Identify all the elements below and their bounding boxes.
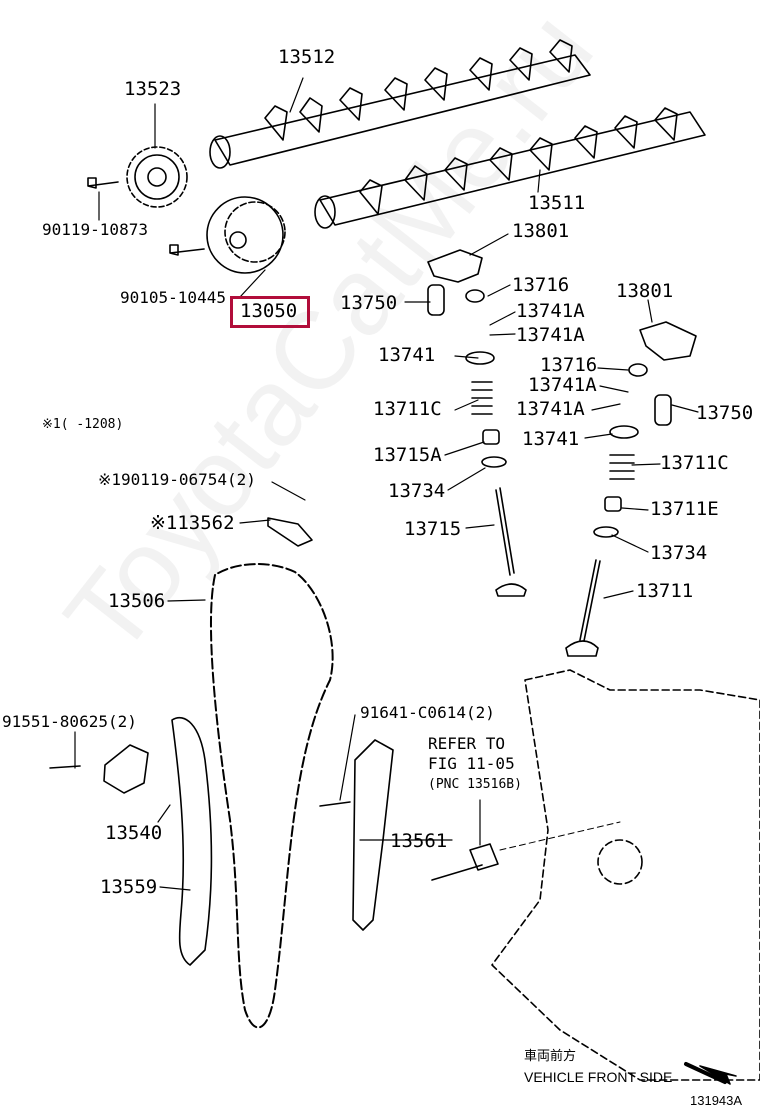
washer-13734 xyxy=(481,456,619,538)
part-label-13711c-b: 13711C xyxy=(660,452,729,474)
timing-chain-13506 xyxy=(210,563,334,1029)
part-label-91641-c0614: 91641-C0614(2) xyxy=(360,703,495,722)
part-label-90119-10873: 90119-10873 xyxy=(42,220,148,239)
valve-13711 xyxy=(565,559,601,657)
part-label-13716-b: 13716 xyxy=(540,354,598,376)
vehicle-front-arrow xyxy=(684,1062,737,1085)
part-label-90119-06754: ※190119-06754(2) xyxy=(98,470,256,489)
part-label-13716-a: 13716 xyxy=(512,274,570,296)
oil-jet xyxy=(431,843,499,881)
rocker-arm-13801-right xyxy=(639,321,697,361)
valve-13715 xyxy=(495,487,527,597)
leader-lines xyxy=(74,77,699,891)
refer-line-2: FIG 11-05 xyxy=(428,754,515,773)
retainer-13741 xyxy=(465,351,639,439)
applicability-note: ※1( -1208) xyxy=(42,417,124,432)
part-label-13512: 13512 xyxy=(278,46,336,68)
front-label-en: VEHICLE FRONT SIDE xyxy=(524,1069,673,1085)
part-label-13741a-b: 13741A xyxy=(516,324,585,346)
part-label-13741a-a: 13741A xyxy=(516,300,585,322)
lash-adjuster-13750-left xyxy=(427,284,445,316)
tensioner-arm-13559 xyxy=(171,716,213,966)
part-label-13050[interactable]: 13050 xyxy=(240,300,298,322)
chain-damper-13561 xyxy=(319,739,394,931)
part-label-13711e: 13711E xyxy=(650,498,719,520)
bolt-90119-10873 xyxy=(87,177,119,189)
camshaft-13512 xyxy=(209,39,591,169)
part-label-90105-10445: 90105-10445 xyxy=(120,288,226,307)
spring-13711c xyxy=(471,381,635,480)
highlight-box xyxy=(230,296,310,328)
part-label-13750-b: 13750 xyxy=(696,402,754,424)
seal xyxy=(482,429,622,512)
bolt-90105-10445 xyxy=(169,244,205,256)
part-label-13801-b: 13801 xyxy=(616,280,674,302)
tensioner-13540 xyxy=(49,744,149,794)
part-label-13540: 13540 xyxy=(105,822,163,844)
part-label-13561: 13561 xyxy=(390,830,448,852)
part-label-13562: ※113562 xyxy=(150,512,235,534)
part-label-13511: 13511 xyxy=(528,192,586,214)
part-label-13506: 13506 xyxy=(108,590,166,612)
engine-block xyxy=(491,669,760,1081)
part-label-13715: 13715 xyxy=(404,518,462,540)
vvt-gear-13050 xyxy=(206,196,286,274)
front-label-jp: 車両前方 xyxy=(524,1049,577,1064)
part-label-13734-b: 13734 xyxy=(650,542,708,564)
chain-guide-13562 xyxy=(267,517,313,547)
part-label-13801-a: 13801 xyxy=(512,220,570,242)
part-label-91551-80625: 91551-80625(2) xyxy=(2,712,137,731)
rocker-arm-13801-left xyxy=(427,249,483,283)
pad-13716 xyxy=(465,289,648,377)
part-label-13734-a: 13734 xyxy=(388,480,446,502)
refer-line-1: REFER TO xyxy=(428,734,506,753)
lash-adjuster-13750-right xyxy=(654,394,672,426)
part-label-13741a-c: 13741A xyxy=(528,374,597,396)
sprocket-13523 xyxy=(126,146,188,208)
figure-code: 131943A xyxy=(690,1093,743,1108)
part-label-13523: 13523 xyxy=(124,78,182,100)
part-label-13741-b: 13741 xyxy=(522,428,580,450)
part-label-13741-a: 13741 xyxy=(378,344,436,366)
dashed-reference-line xyxy=(499,821,621,851)
refer-line-3: (PNC 13516B) xyxy=(428,777,522,792)
camshaft-13511 xyxy=(314,107,706,229)
part-label-13711: 13711 xyxy=(636,580,694,602)
part-label-13711c-a: 13711C xyxy=(373,398,442,420)
part-label-13715a: 13715A xyxy=(373,444,442,466)
part-label-13559: 13559 xyxy=(100,876,158,898)
part-label-13741a-d: 13741A xyxy=(516,398,585,420)
part-label-13750-a: 13750 xyxy=(340,292,398,314)
